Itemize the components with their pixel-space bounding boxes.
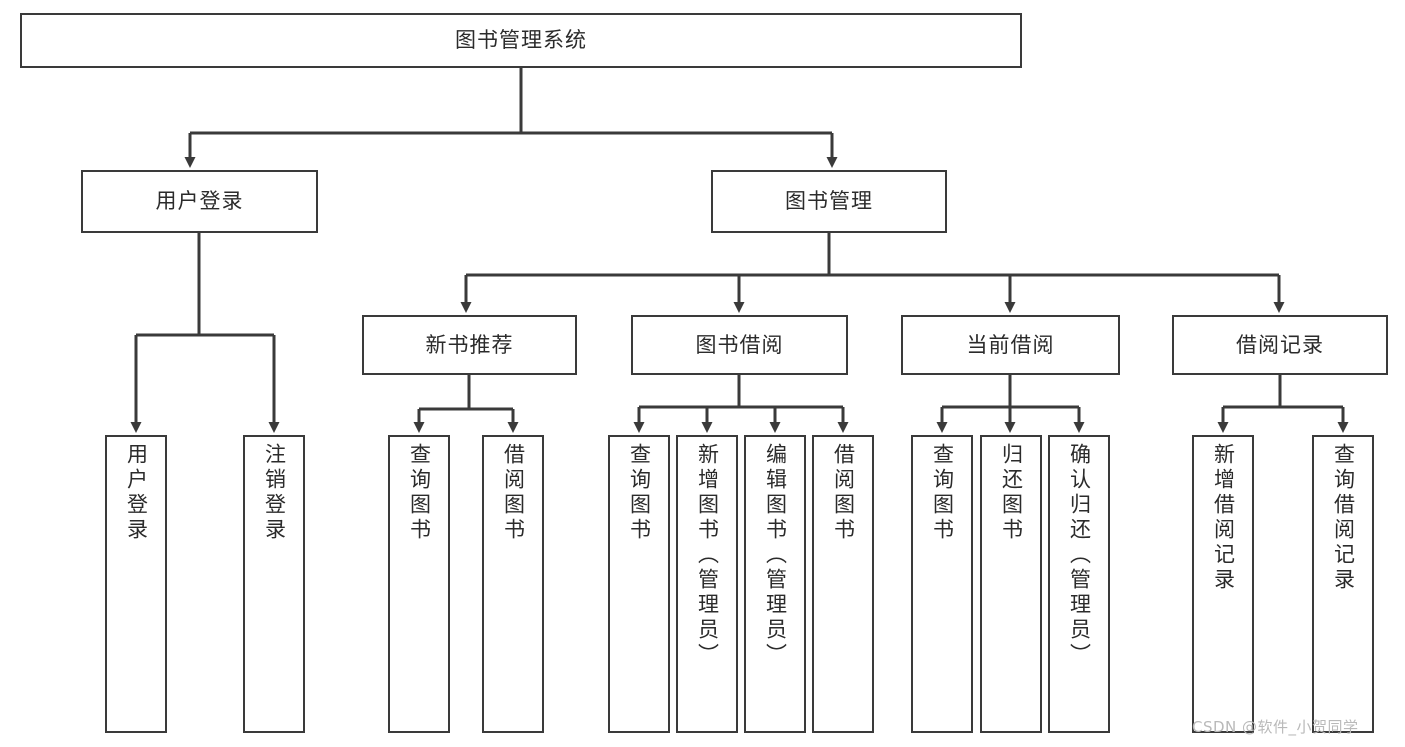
node-label: 图书管理系统 [455,28,587,53]
node-label: 编辑图书（管理员） [763,443,788,668]
node-label: 用户登录 [155,189,244,214]
leaf-recommend-borrow-book[interactable]: 借阅图书 [482,435,544,733]
node-label: 用户登录 [124,443,149,543]
node-label: 新增借阅记录 [1211,443,1236,593]
leaf-user-login-logout[interactable]: 注销登录 [243,435,305,733]
node-label: 归还图书 [999,443,1024,543]
leaf-borrow-edit-book[interactable]: 编辑图书（管理员） [744,435,806,733]
node-label: 借阅记录 [1236,332,1324,357]
node-current-borrow[interactable]: 当前借阅 [901,315,1120,375]
leaf-borrow-borrow-book[interactable]: 借阅图书 [812,435,874,733]
node-label: 查询图书 [407,443,432,543]
leaf-borrow-add-book[interactable]: 新增图书（管理员） [676,435,738,733]
node-label: 新书推荐 [425,332,514,357]
node-label: 查询图书 [930,443,955,543]
leaf-borrow-query-book[interactable]: 查询图书 [608,435,670,733]
node-root-system[interactable]: 图书管理系统 [20,13,1022,68]
leaf-user-login-login[interactable]: 用户登录 [105,435,167,733]
leaf-record-add-record[interactable]: 新增借阅记录 [1192,435,1254,733]
node-new-book-recommend[interactable]: 新书推荐 [362,315,577,375]
leaf-recommend-query-book[interactable]: 查询图书 [388,435,450,733]
node-user-login[interactable]: 用户登录 [81,170,318,233]
node-label: 借阅图书 [831,443,856,543]
node-label: 图书借阅 [695,332,784,357]
node-book-borrow[interactable]: 图书借阅 [631,315,848,375]
node-label: 注销登录 [262,443,287,543]
node-label: 图书管理 [785,189,873,214]
node-label: 查询借阅记录 [1331,443,1356,593]
node-label: 确认归还（管理员） [1067,443,1092,668]
node-label: 借阅图书 [501,443,526,543]
leaf-current-query-book[interactable]: 查询图书 [911,435,973,733]
leaf-current-confirm-return[interactable]: 确认归还（管理员） [1048,435,1110,733]
node-label: 查询图书 [627,443,652,543]
leaf-record-query-record[interactable]: 查询借阅记录 [1312,435,1374,733]
node-label: 当前借阅 [966,332,1055,357]
csdn-watermark: CSDN @软件_小贺同学 [1192,718,1359,736]
node-label: 新增图书（管理员） [695,443,720,668]
node-book-management[interactable]: 图书管理 [711,170,947,233]
node-borrow-record[interactable]: 借阅记录 [1172,315,1388,375]
leaf-current-return-book[interactable]: 归还图书 [980,435,1042,733]
